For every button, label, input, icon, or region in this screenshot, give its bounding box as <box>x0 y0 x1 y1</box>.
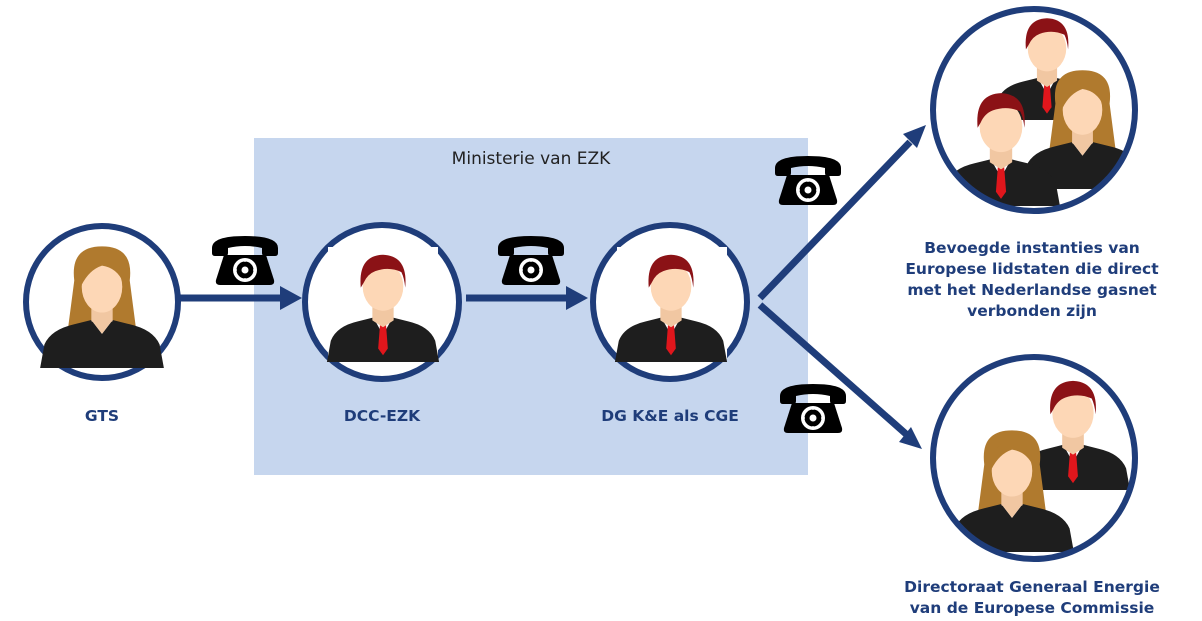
member-states-label-line: Bevoegde instanties van <box>924 239 1140 257</box>
member-states-node <box>930 6 1138 214</box>
dcc-ezk-node <box>302 222 462 382</box>
dg-ke-label: DG K&E als CGE <box>601 407 739 425</box>
commission-label-line: van de Europese Commissie <box>909 599 1155 617</box>
member-states-label-line: verbonden zijn <box>967 302 1097 320</box>
member-states-label-line: Europese lidstaten die direct <box>905 260 1159 278</box>
gts-label: GTS <box>84 407 120 425</box>
member-states-label-line: met het Nederlandse gasnet <box>907 281 1157 299</box>
commission-node <box>930 354 1138 562</box>
dg-ke-node <box>590 222 750 382</box>
gts-node <box>23 223 181 381</box>
ministry-title: Ministerie van EZK <box>451 149 611 169</box>
commission-label: Directoraat Generaal Energie van de Euro… <box>866 577 1198 619</box>
dcc-ezk-label: DCC-EZK <box>343 407 421 425</box>
arrow-icon <box>176 125 926 449</box>
commission-label-line: Directoraat Generaal Energie <box>904 578 1160 596</box>
member-states-label: Bevoegde instanties van Europese lidstat… <box>866 238 1198 322</box>
